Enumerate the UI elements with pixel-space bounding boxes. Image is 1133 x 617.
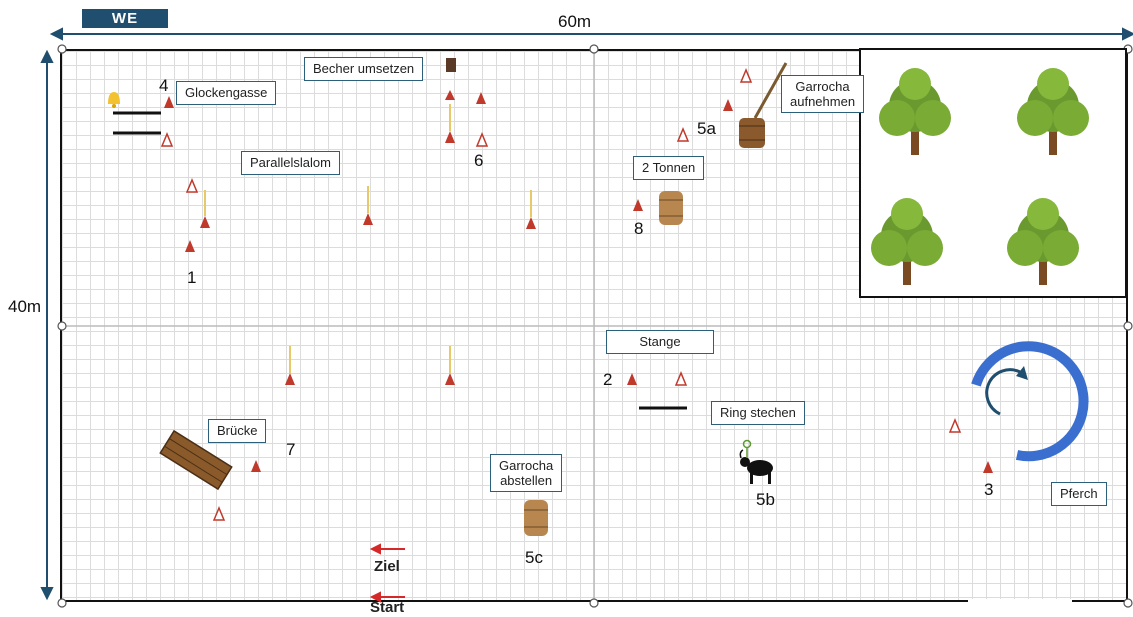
station-number-7: 7: [286, 440, 296, 459]
dimension-arrows: [40, 27, 1133, 601]
label-ring-stechen: Ring stechen: [711, 401, 805, 425]
label-becher-umsetzen: Becher umsetzen: [304, 57, 424, 81]
start-label: Start: [370, 599, 405, 616]
label-bruecke: Brücke: [208, 419, 267, 443]
label-garrocha-aufnehmen: Garrocha aufnehmen: [781, 75, 865, 113]
label-glockengasse: Glockengasse: [176, 81, 277, 105]
we-badge: WE: [82, 9, 168, 28]
width-dimension-label: 60m: [558, 12, 592, 31]
barrel-tonnen-icon: [659, 191, 683, 225]
slalom-poles: [204, 104, 532, 373]
label-stange: Stange: [606, 330, 714, 354]
handles: [57, 44, 1133, 608]
label-garrocha-aufnehmen-line1: Garrocha: [795, 79, 850, 94]
start-arrow: [369, 591, 405, 603]
pferch-circle-icon: [971, 341, 1089, 462]
label-garrocha-abstellen-line1: Garrocha: [499, 458, 554, 473]
station-number-3: 3: [984, 480, 994, 499]
bridge-icon: [159, 429, 233, 491]
barrel-garrocha-icon: [739, 118, 765, 148]
station-number-5c: 5c: [525, 548, 543, 567]
station-number-1: 1: [187, 268, 197, 287]
bull-icon: [739, 449, 773, 484]
ring-icon: [742, 439, 752, 449]
label-garrocha-abstellen: Garrocha abstellen: [490, 454, 563, 492]
station-number-5a: 5a: [697, 119, 716, 138]
finish-label: Ziel: [374, 558, 400, 575]
label-garrocha-aufnehmen-line2: aufnehmen: [790, 94, 856, 109]
height-dimension-label: 40m: [8, 297, 42, 316]
cones-outline: [160, 68, 962, 521]
trees: [871, 68, 1089, 285]
garrocha-pole-icon: [753, 62, 788, 119]
station-number-8: 8: [634, 219, 644, 238]
station-number-2: 2: [603, 370, 613, 389]
label-2-tonnen: 2 Tonnen: [633, 156, 705, 180]
label-pferch: Pferch: [1051, 482, 1107, 506]
station-number-6: 6: [474, 151, 484, 170]
bell-icon: [108, 92, 120, 108]
cones-filled: [164, 90, 993, 473]
station-number-5b: 5b: [756, 490, 775, 509]
cup-icon: [446, 58, 456, 72]
barrel-abstellen-icon: [524, 500, 548, 536]
station-number-4: 4: [159, 76, 169, 95]
pferch-gate: [968, 599, 1072, 605]
finish-arrow: [369, 543, 405, 555]
label-garrocha-abstellen-line2: abstellen: [500, 473, 553, 488]
label-parallelslalom: Parallelslalom: [241, 151, 340, 175]
